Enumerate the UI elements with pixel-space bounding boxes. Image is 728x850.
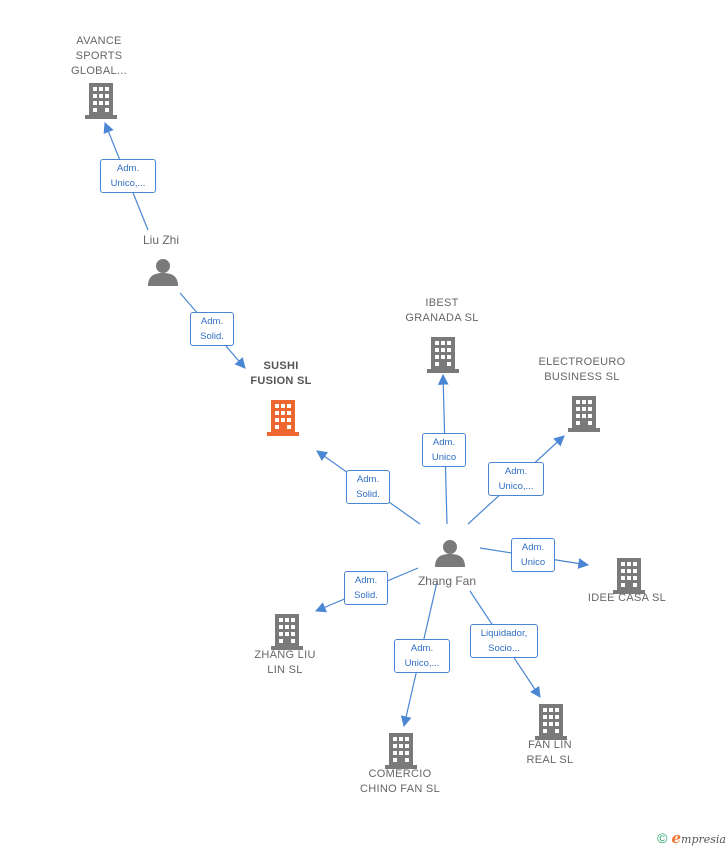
- edge-role-text: Liquidador,: [480, 628, 528, 639]
- company-label-fanlin[interactable]: FAN LIN REAL SL: [526, 739, 574, 766]
- person-icon[interactable]: [148, 259, 178, 286]
- edge-role-text: Unico,...: [498, 480, 534, 492]
- edge-role-label[interactable]: Adm. Solid.: [190, 312, 234, 346]
- edge-role-text: Solid.: [356, 488, 380, 500]
- building-icon[interactable]: [535, 704, 567, 740]
- person-label-liuzhi[interactable]: Liu Zhi: [142, 233, 180, 247]
- edge-role-label[interactable]: Adm. Unico,...: [394, 639, 450, 673]
- company-label-idee[interactable]: IDEE CASA SL: [587, 592, 667, 604]
- edge-role-label[interactable]: Adm. Solid.: [346, 470, 390, 504]
- company-label-avance[interactable]: AVANCE SPORTS GLOBAL...: [71, 35, 127, 77]
- company-label-comercio[interactable]: COMERCIO CHINO FAN SL: [359, 768, 440, 795]
- edge-role-label[interactable]: Adm. Unico: [511, 538, 555, 572]
- edge-role-label[interactable]: Adm. Unico,...: [488, 462, 544, 496]
- footer-brand: © empresia: [657, 829, 726, 847]
- person-label-zhangfan[interactable]: Zhang Fan: [417, 574, 477, 588]
- building-icon[interactable]: [613, 558, 645, 594]
- edge-role-text: Solid.: [354, 589, 378, 601]
- edge-role-text: Adm.: [354, 575, 378, 586]
- building-icon[interactable]: [427, 337, 459, 373]
- edge-role-text: Unico: [431, 451, 457, 463]
- edge-role-label[interactable]: Adm. Solid.: [344, 571, 388, 605]
- edge-role-label[interactable]: Liquidador, Socio...: [470, 624, 538, 658]
- edge-role-text: Unico,...: [110, 177, 146, 189]
- building-icon[interactable]: [568, 396, 600, 432]
- edge-role-text: Adm.: [521, 542, 545, 553]
- company-label-sushi[interactable]: SUSHI FUSION SL: [250, 360, 312, 387]
- building-icon[interactable]: [267, 400, 299, 436]
- edge-role-text: Unico,...: [404, 657, 440, 669]
- edge-role-text: Socio...: [488, 642, 520, 654]
- company-label-zhangliu[interactable]: ZHANG LIU LIN SL: [254, 649, 316, 676]
- edge-role-label[interactable]: Adm. Unico: [422, 433, 466, 467]
- edge-role-text: Adm.: [410, 643, 434, 654]
- brand-logo: empresia: [671, 829, 726, 847]
- edge-role-text: Adm.: [200, 316, 224, 327]
- company-label-electroeuro[interactable]: ELECTROEURO BUSINESS SL: [538, 356, 626, 383]
- edge-role-text: Adm.: [432, 437, 456, 448]
- edge-role-text: Adm.: [356, 474, 380, 485]
- edge-role-label[interactable]: Adm. Unico,...: [100, 159, 156, 193]
- edge-role-text: Adm.: [504, 466, 528, 477]
- building-icon[interactable]: [271, 614, 303, 650]
- person-icon[interactable]: [435, 540, 465, 567]
- copyright-symbol: ©: [657, 830, 668, 846]
- building-icon[interactable]: [85, 83, 117, 119]
- edge-role-text: Adm.: [116, 163, 140, 174]
- company-label-ibest[interactable]: IBEST GRANADA SL: [405, 297, 479, 324]
- building-icon[interactable]: [385, 733, 417, 769]
- edge-role-text: Unico: [520, 556, 546, 568]
- edge-role-text: Solid.: [200, 330, 224, 342]
